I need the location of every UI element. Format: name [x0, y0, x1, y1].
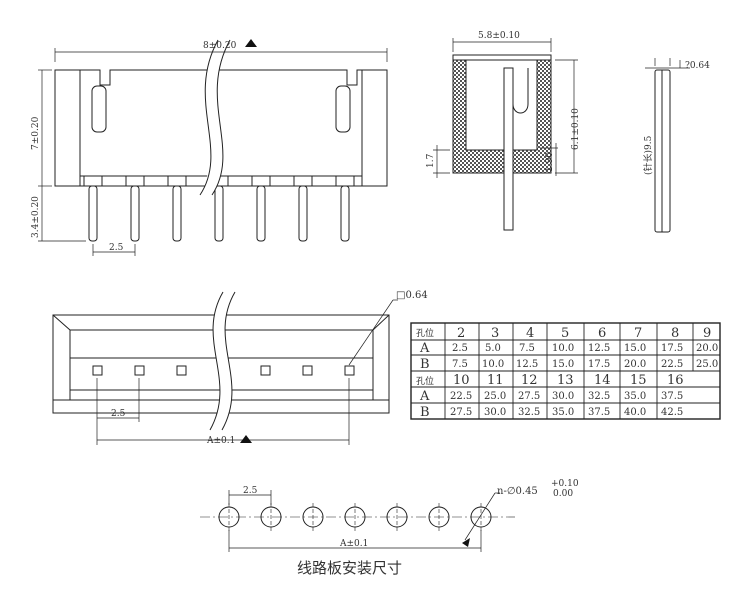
- table-cell: 10.0: [482, 359, 504, 370]
- table-cell: 20.0: [696, 343, 718, 354]
- table-cell: 25.0: [696, 359, 718, 370]
- pcb-layout: [200, 490, 515, 552]
- table-cell: 17.5: [588, 359, 610, 370]
- front-height-dim: 7±0.20: [31, 116, 41, 150]
- bottom-length-dim: A±0.1: [206, 436, 235, 446]
- table-cell: 5: [561, 326, 569, 341]
- front-view: [38, 39, 388, 256]
- table-cell: 42.5: [661, 407, 683, 418]
- square-pin: [260, 365, 271, 376]
- bottom-square-dim: □0.64: [396, 290, 428, 301]
- housing-outline: [54, 69, 388, 187]
- bottom-break-mark: [209, 291, 236, 431]
- table-cell: 10: [453, 373, 470, 388]
- front-pin-length-dim: 3.4±0.20: [31, 196, 41, 238]
- bottom-view: [52, 291, 398, 445]
- table-cell: 15: [630, 373, 647, 388]
- pin: [172, 185, 182, 242]
- table-cell: 20.0: [624, 359, 646, 370]
- table-cell: 11: [487, 373, 504, 388]
- table-cell: 22.5: [450, 391, 472, 402]
- right-latch: [335, 85, 351, 133]
- side-right-dim: 1.90: [545, 152, 555, 172]
- table-cell: 5.0: [485, 343, 501, 354]
- table-cell: 7: [634, 326, 642, 341]
- table-cell: 35.0: [624, 391, 646, 402]
- table-cell: 15.0: [552, 359, 574, 370]
- table-label-a: A: [419, 341, 430, 356]
- bottom-housing-outline: [52, 314, 390, 414]
- square-pin: [134, 365, 145, 376]
- square-pin: [302, 365, 313, 376]
- table-cell: 35.0: [552, 407, 574, 418]
- table-cell: 17.5: [661, 343, 683, 354]
- pin: [256, 185, 266, 242]
- table-row-header: 孔位: [416, 375, 434, 387]
- break-mark: [199, 39, 231, 196]
- pin: [340, 185, 350, 242]
- table-cell: 13: [557, 373, 574, 388]
- pin-thickness-dim: ?0.64: [685, 61, 710, 71]
- table-cell: 27.5: [450, 407, 472, 418]
- pin: [130, 185, 140, 242]
- table-cell: 7.5: [452, 359, 468, 370]
- table-cell: 12.5: [588, 343, 610, 354]
- table-cell: 37.5: [588, 407, 610, 418]
- table-cell: 14: [594, 373, 611, 388]
- table-cell: 37.5: [661, 391, 683, 402]
- table-cell: 32.5: [518, 407, 540, 418]
- pin-length-dim: (针长)9.5: [642, 135, 654, 175]
- table-cell: 30.0: [484, 407, 506, 418]
- dimension-table: [410, 322, 721, 420]
- table-cell: 12: [521, 373, 538, 388]
- pin: [88, 185, 98, 242]
- table-cell: 6: [598, 326, 606, 341]
- table-cell: 40.0: [624, 407, 646, 418]
- pcb-hole-tol-lower: 0.00: [553, 489, 573, 499]
- pcb-hole-callout: n-∅0.45: [497, 486, 538, 497]
- side-view: [433, 38, 578, 231]
- table-row-header: 孔位: [416, 327, 434, 339]
- left-latch: [91, 85, 107, 133]
- side-height-dim: 6.1±0.10: [571, 108, 581, 150]
- table-cell: 4: [526, 326, 534, 341]
- table-label-b: B: [420, 405, 430, 420]
- table-cell: 8: [671, 326, 679, 341]
- pin: [214, 185, 224, 242]
- table-cell: 7.5: [519, 343, 535, 354]
- table-cell: 3: [491, 326, 499, 341]
- square-pin: [176, 365, 187, 376]
- side-left-dim: 1.7: [426, 153, 436, 168]
- table-cell: 27.5: [518, 391, 540, 402]
- table-cell: 12.5: [516, 359, 538, 370]
- pin-view: [645, 58, 690, 233]
- table-cell: 15.0: [624, 343, 646, 354]
- table-label-b: B: [420, 357, 430, 372]
- table-text: 孔位 A B 孔位 A B 2 3 4 5 6 7 8 9 2.5 5.0 7.…: [416, 326, 718, 420]
- table-cell: 2: [457, 326, 465, 341]
- pcb-hole-tol-upper: +0.10: [551, 479, 579, 489]
- table-cell: 2.5: [452, 343, 468, 354]
- table-cell: 22.5: [661, 359, 683, 370]
- table-cell: 16: [667, 373, 684, 388]
- table-cell: 25.0: [484, 391, 506, 402]
- table-label-a: A: [419, 389, 430, 404]
- side-housing-hatched: [452, 59, 552, 174]
- front-width-dim: 8±0.20: [203, 41, 237, 51]
- pcb-caption: 线路板安装尺寸: [297, 559, 402, 577]
- square-pin: [344, 365, 355, 376]
- pcb-length-dim: A±0.1: [339, 539, 368, 549]
- bottom-pitch-dim: 2.5: [111, 409, 126, 419]
- table-cell: 9: [703, 326, 711, 341]
- table-cell: 10.0: [552, 343, 574, 354]
- pin: [298, 185, 308, 242]
- front-pitch-dim: 2.5: [109, 243, 124, 253]
- pcb-pitch-dim: 2.5: [243, 486, 258, 496]
- side-width-dim: 5.8±0.10: [478, 31, 520, 41]
- side-pin: [503, 67, 514, 231]
- square-pin: [92, 365, 103, 376]
- table-cell: 30.0: [552, 391, 574, 402]
- table-cell: 32.5: [588, 391, 610, 402]
